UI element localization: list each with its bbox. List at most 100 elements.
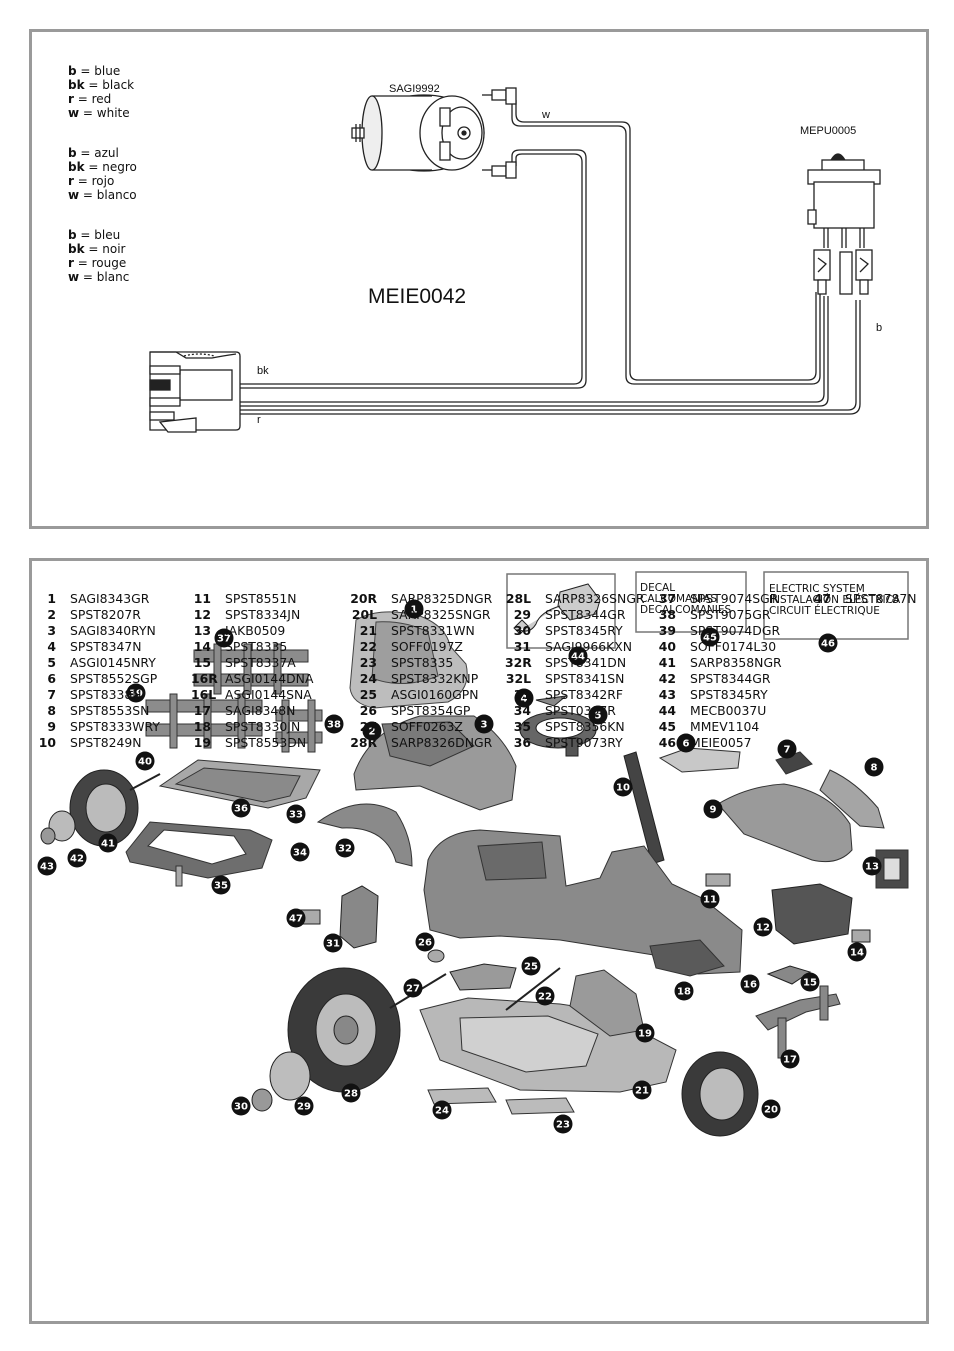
part-code: SPST8207R xyxy=(70,607,141,622)
part-code: SPST8330JN xyxy=(225,719,301,734)
part-code: SPST8345RY xyxy=(690,687,768,702)
legend-row: w = blanco xyxy=(68,188,137,202)
part-code: SPST8553SN xyxy=(70,703,150,718)
part-code: SPST8249N xyxy=(70,735,142,750)
part-number: 32L xyxy=(505,671,531,686)
part-code: IAKB0509 xyxy=(225,623,286,638)
part-number: 35 xyxy=(513,719,531,734)
legend-row: bk = noir xyxy=(68,242,126,256)
wire-label-black: bk xyxy=(257,365,269,377)
legend-key: w xyxy=(68,188,80,202)
part-code: SPST8347N xyxy=(70,639,142,654)
legend-row: w = white xyxy=(68,106,130,120)
part-number: 13 xyxy=(193,623,211,638)
part-code: SPST8335 xyxy=(391,655,454,670)
part-code: SOFF0197Z xyxy=(391,639,463,654)
decal-box-label: DECAL CALCOMANIAS DECALCOMANIES xyxy=(636,580,746,619)
motor-sagi9992 xyxy=(351,87,517,179)
part-number: 12 xyxy=(193,607,211,622)
part-code: SPST8331WN xyxy=(391,623,475,638)
part-number: 29 xyxy=(513,607,531,622)
part-code: SPST9073RY xyxy=(545,735,623,750)
legend-key: bk xyxy=(68,78,85,92)
part-code: SPST8332KNP xyxy=(391,671,479,686)
legend-key: w xyxy=(68,270,80,284)
legend-key: r xyxy=(68,174,74,188)
parts-list-row: 39 SPST9074DGR xyxy=(656,623,782,639)
part-number: 3 xyxy=(47,623,56,638)
part-number: 21 xyxy=(359,623,377,638)
part-code: SPST8342RF xyxy=(545,687,624,702)
part-number: 16R xyxy=(191,671,218,686)
part-number: 19 xyxy=(193,735,211,750)
legend-value: bleu xyxy=(94,228,121,242)
part-number: 31 xyxy=(513,639,531,654)
part-number: 30 xyxy=(513,623,531,638)
part-code: SPST9074SGR xyxy=(690,591,779,606)
part-code: SAGI8348N xyxy=(225,703,296,718)
legend-value: black xyxy=(102,78,135,92)
part-number: 32R xyxy=(505,655,532,670)
part-code: SARP8325SNGR xyxy=(391,607,491,622)
legend-value: rouge xyxy=(91,256,127,270)
part-code: SPST9074DGR xyxy=(690,623,781,638)
part-code: SPST8335 xyxy=(225,639,288,654)
part-number: 25 xyxy=(359,687,377,702)
part-code: SPST8553DN xyxy=(225,735,307,750)
legend-value: red xyxy=(91,92,112,106)
part-code: SPST8338N xyxy=(70,687,142,702)
switch-mepu0005 xyxy=(807,153,881,295)
legend-key: r xyxy=(68,256,74,270)
part-code: MEIE0057 xyxy=(690,735,752,750)
legend-key: bk xyxy=(68,160,85,174)
legend-row: r = red xyxy=(68,92,112,106)
part-number: 6 xyxy=(47,671,56,686)
legend-key: b xyxy=(68,228,77,242)
part-number: 36 xyxy=(513,735,531,750)
part-number: 47 xyxy=(813,591,831,606)
part-code: SARP8325DNGR xyxy=(391,591,493,606)
part-code: SOFF0263Z xyxy=(391,719,463,734)
wire-label-red: r xyxy=(257,414,261,426)
electric-box-line-es: INSTALACIÓN ELÉCTRICA xyxy=(769,594,901,606)
parts-list-row: 13 IAKB0509 xyxy=(191,623,313,639)
part-number: 44 xyxy=(658,703,676,718)
legend-row: bk = negro xyxy=(68,160,137,174)
part-number: 39 xyxy=(658,623,676,638)
part-code: SPST8337A xyxy=(225,655,296,670)
part-code: SPST8333WRY xyxy=(70,719,160,734)
